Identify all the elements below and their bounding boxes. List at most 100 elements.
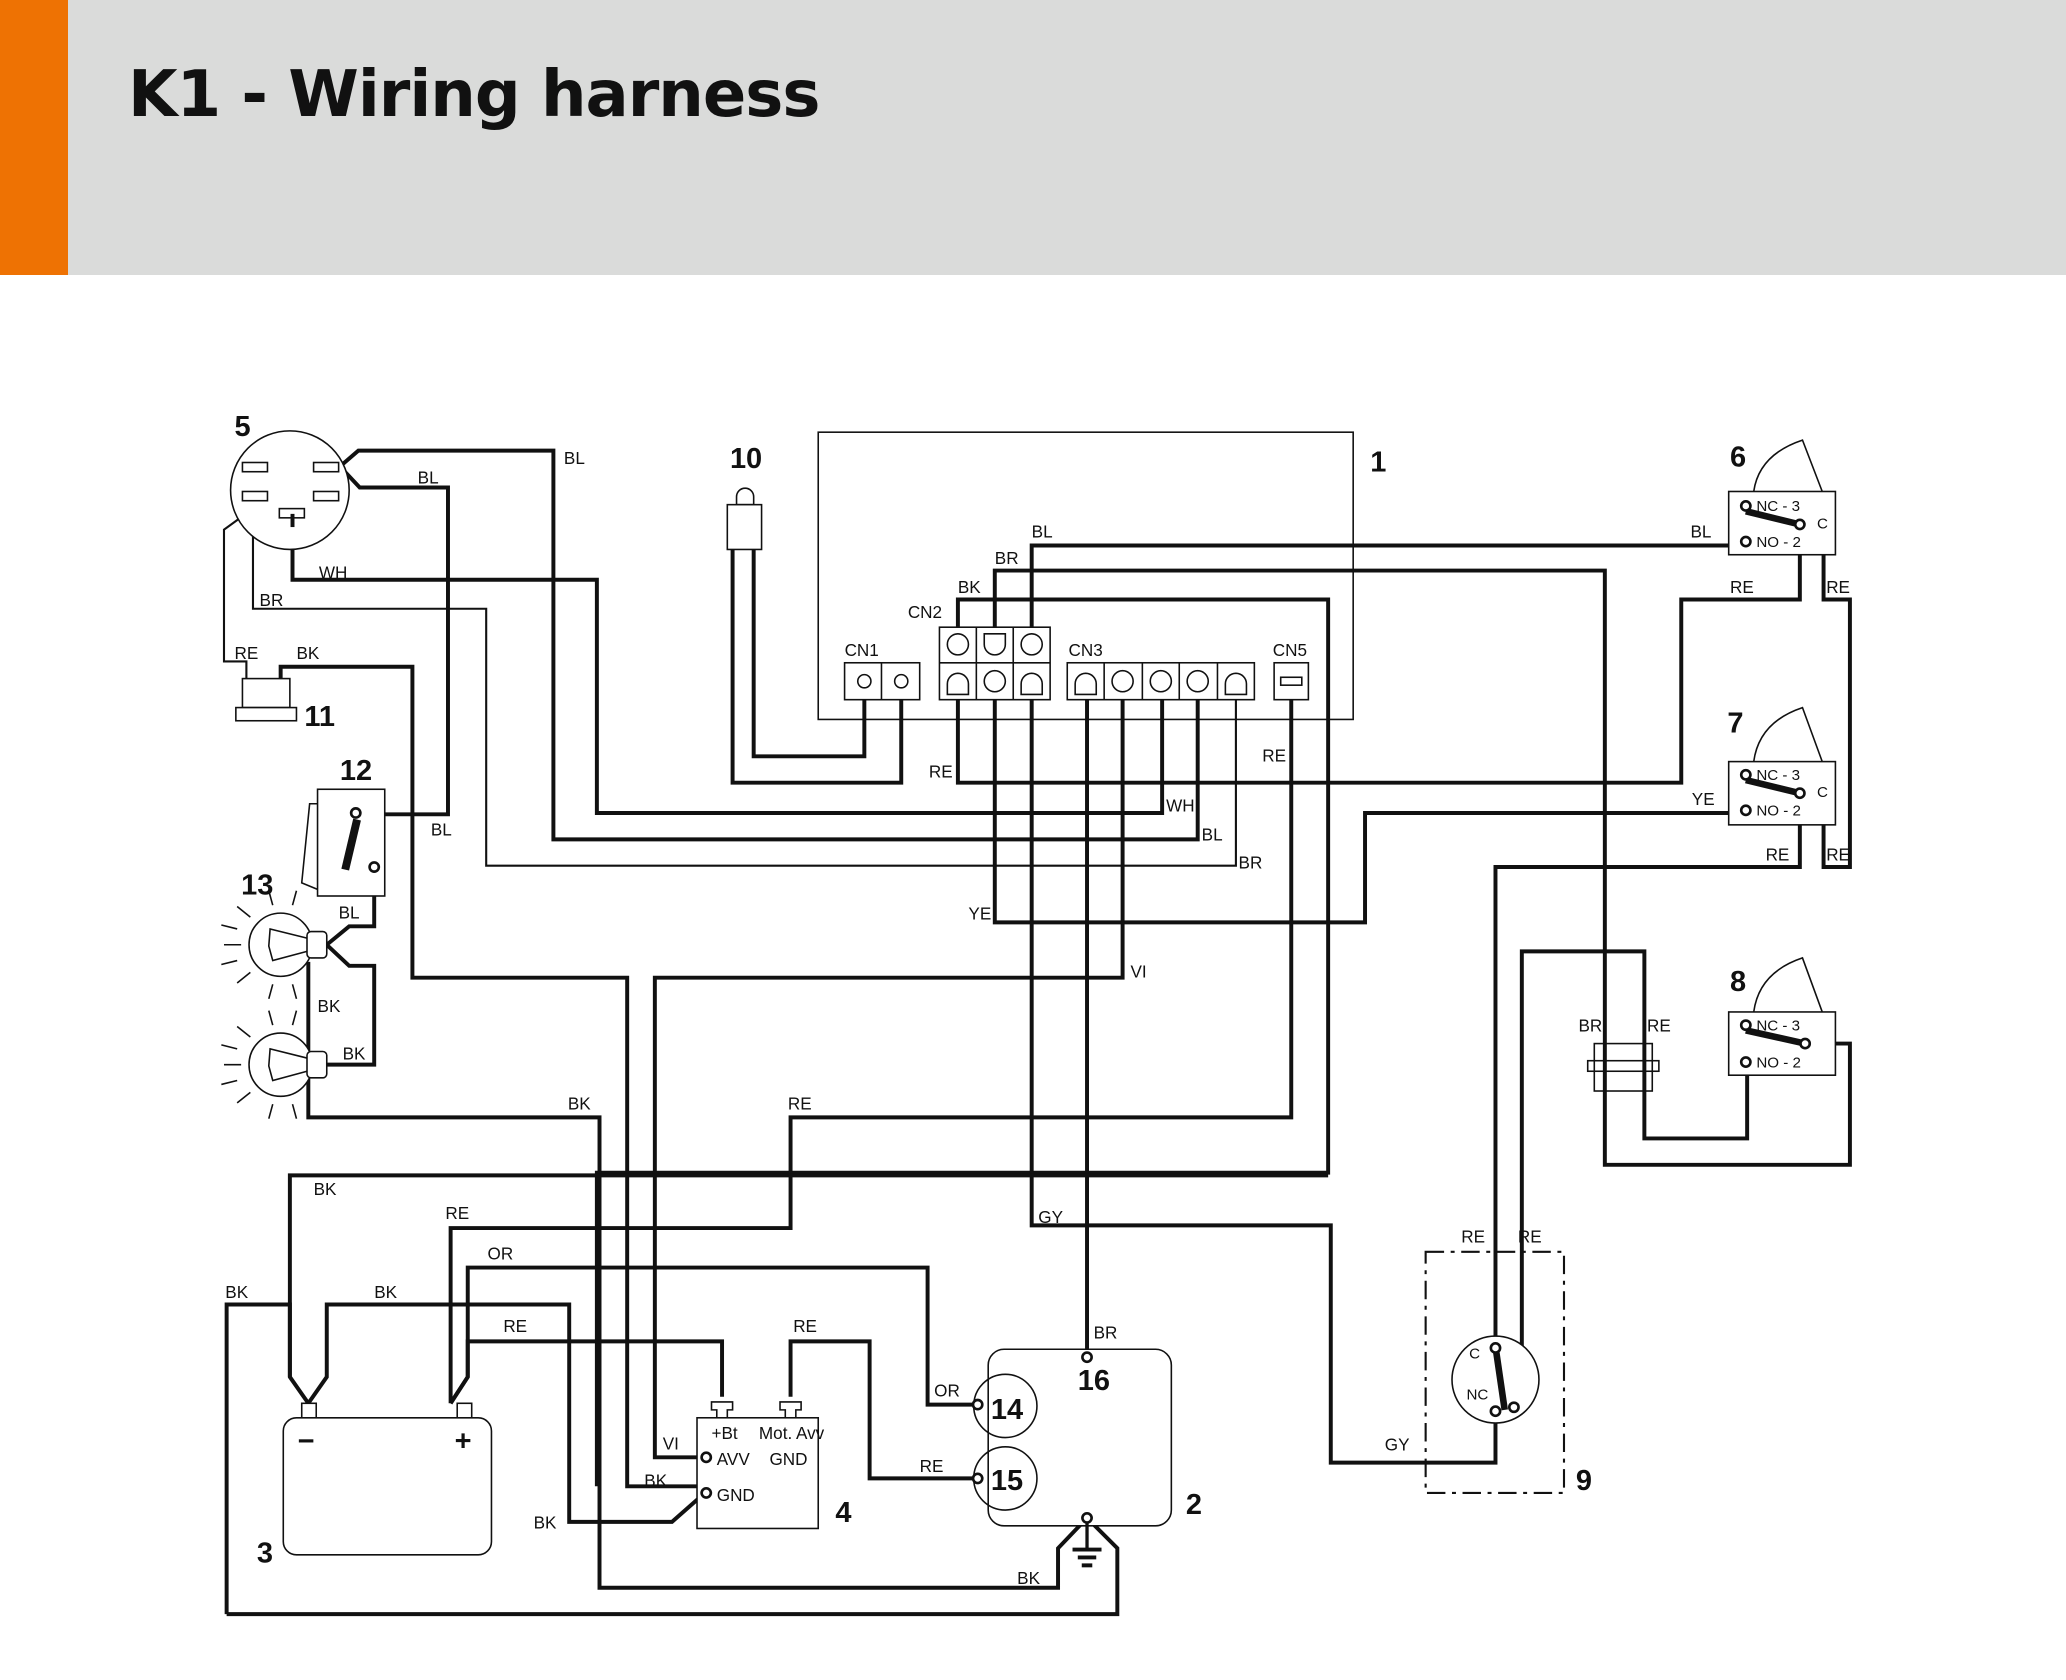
- label-4: 4: [835, 1497, 851, 1529]
- battery-plus: +: [455, 1426, 472, 1458]
- label-12: 12: [340, 755, 372, 787]
- pin-label: C: [1817, 784, 1828, 801]
- wire-label: BK: [314, 1180, 337, 1199]
- battery: − + 3: [257, 1402, 493, 1570]
- cn1-label: CN1: [845, 641, 879, 660]
- fuse-holder: [1586, 1042, 1660, 1092]
- microswitch-8: NC - 3 NO - 2 8: [1727, 956, 1837, 1076]
- wire-label: BK: [296, 644, 319, 663]
- label-16: 16: [1078, 1365, 1110, 1397]
- pin-label: Mot. Avv: [759, 1424, 825, 1443]
- wire-label: BK: [644, 1471, 667, 1490]
- label-7: 7: [1727, 708, 1743, 740]
- label-13: 13: [241, 870, 273, 902]
- microswitch-6: NC - 3 NO - 2 C 6: [1727, 439, 1837, 556]
- wire-label: WH: [1166, 797, 1195, 816]
- wire-label: YE: [968, 905, 991, 924]
- microswitch-7: NC - 3 NO - 2 C 7: [1727, 706, 1837, 826]
- battery-minus: −: [298, 1426, 315, 1458]
- start-module: +Bt Mot. Avv AVV GND GND 4: [696, 1401, 851, 1530]
- wire-label: RE: [235, 644, 259, 663]
- label-15: 15: [991, 1465, 1023, 1497]
- wire-label: RE: [929, 762, 953, 781]
- wire-label: RE: [1826, 578, 1850, 597]
- wire-label: RE: [503, 1317, 527, 1336]
- motor: 14 15 16 2: [971, 1348, 1202, 1568]
- label-14: 14: [991, 1394, 1023, 1426]
- label-1: 1: [1370, 447, 1386, 479]
- wire-label: BR: [1578, 1017, 1602, 1036]
- wire-label: BL: [418, 469, 439, 488]
- plug-connector: 10: [726, 443, 763, 551]
- wire-label: BK: [534, 1513, 557, 1532]
- wires: [222, 448, 1852, 1617]
- pin-label: NO - 2: [1756, 534, 1801, 551]
- wire-label: VI: [1131, 963, 1147, 982]
- wire-label: BL: [339, 903, 360, 922]
- wire-label: OR: [488, 1245, 514, 1264]
- bulb-icon: [221, 890, 328, 999]
- wire-label: BL: [564, 449, 585, 468]
- safety-switch-9: C NC 9: [1424, 1250, 1592, 1497]
- wire-label: BK: [318, 997, 341, 1016]
- control-board: 1 CN1 CN2 CN3 CN5: [817, 431, 1386, 721]
- connector-cn3: [1066, 661, 1256, 701]
- wire-label: RE: [445, 1204, 469, 1223]
- wire-label: RE: [1518, 1228, 1542, 1247]
- page-title: K1 - Wiring harness: [128, 58, 820, 132]
- pin-label: GND: [769, 1450, 807, 1469]
- wire-label: BK: [1017, 1569, 1040, 1588]
- pin-label: NC - 3: [1756, 1017, 1800, 1034]
- pin-label: NC: [1466, 1386, 1488, 1403]
- pin-label: NC - 3: [1756, 767, 1800, 784]
- wire-label: BK: [958, 578, 981, 597]
- label-6: 6: [1730, 441, 1746, 473]
- wire-label: YE: [1692, 790, 1715, 809]
- pin-label: GND: [717, 1486, 755, 1505]
- wire-label: OR: [934, 1382, 960, 1401]
- wire-label: BR: [1239, 853, 1263, 872]
- wire-label: BR: [260, 591, 284, 610]
- wire-label: BK: [225, 1283, 248, 1302]
- wire-label: BL: [1690, 523, 1711, 542]
- ground-icon: [1072, 1521, 1102, 1568]
- label-11: 11: [304, 701, 335, 733]
- wire-label: RE: [793, 1317, 817, 1336]
- bulb-icon: [221, 1010, 328, 1119]
- header-band: [0, 0, 2066, 275]
- wire-label: BK: [568, 1094, 591, 1113]
- wire-label: BR: [1094, 1324, 1118, 1343]
- wire-label: BL: [431, 820, 452, 839]
- sensor-11: 11: [235, 677, 335, 733]
- wire-label: RE: [1262, 747, 1286, 766]
- wire-label: BL: [1202, 826, 1223, 845]
- label-5: 5: [235, 411, 251, 443]
- accent-bar: [0, 0, 68, 275]
- lamp-bulbs: 13: [221, 870, 328, 1119]
- label-8: 8: [1730, 966, 1746, 998]
- pin-label: C: [1817, 515, 1828, 532]
- wire-label: RE: [1461, 1228, 1485, 1247]
- wire-label: RE: [1826, 845, 1850, 864]
- pin-label: NO - 2: [1756, 803, 1801, 820]
- wire-label: RE: [1730, 578, 1754, 597]
- wire-label: RE: [1766, 845, 1790, 864]
- wire-label: BL: [1032, 523, 1053, 542]
- wire-label: WH: [319, 563, 348, 582]
- wire-label: RE: [788, 1094, 812, 1113]
- label-10: 10: [730, 443, 762, 475]
- cn3-label: CN3: [1069, 641, 1103, 660]
- label-3: 3: [257, 1538, 273, 1570]
- wire-label: BK: [343, 1044, 366, 1063]
- pin-label: NC - 3: [1756, 498, 1800, 515]
- key-switch: 5: [229, 411, 350, 551]
- pin-label: NO - 2: [1756, 1054, 1801, 1071]
- label-9: 9: [1576, 1465, 1592, 1497]
- light-switch: 12: [300, 755, 386, 897]
- wire-label: BR: [995, 549, 1019, 568]
- wire-label: GY: [1038, 1208, 1063, 1227]
- wire-label: RE: [1647, 1017, 1671, 1036]
- cn5-label: CN5: [1273, 641, 1307, 660]
- pin-label: C: [1469, 1345, 1480, 1362]
